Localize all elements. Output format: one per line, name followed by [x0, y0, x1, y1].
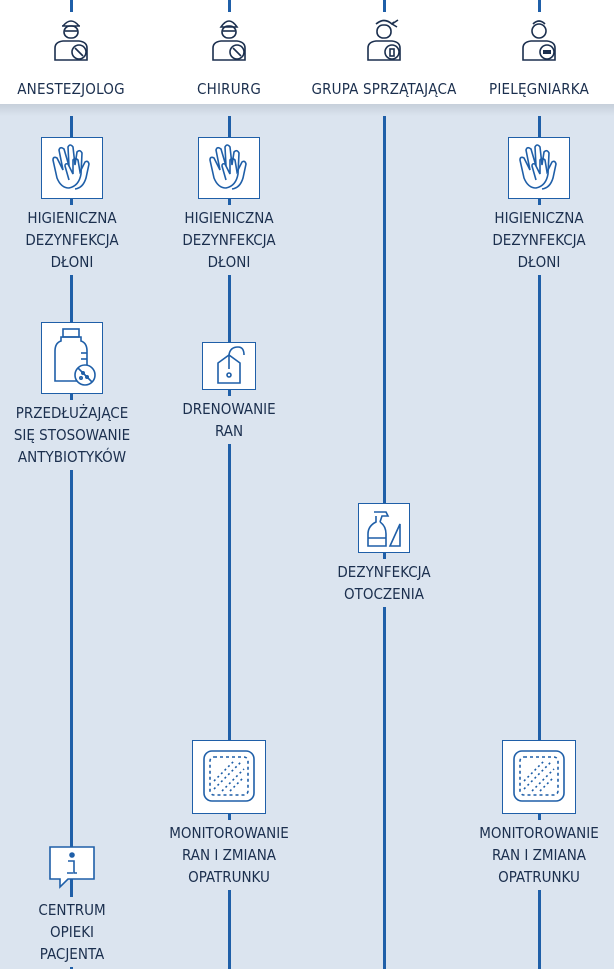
info-icon — [46, 843, 98, 891]
hand-hygiene-icon — [41, 137, 103, 199]
step-hand-disinfection-nurse: HIGIENICZNA DEZYNFEKCJA DŁONI — [459, 137, 614, 275]
role-nurse: PIELĘGNIARKA — [464, 14, 614, 98]
lane-line-top-cleaning — [383, 0, 386, 12]
step-antibiotics: PRZEDŁUŻAJĄCE SIĘ STOSOWANIE ANTYBIOTYKÓ… — [0, 322, 152, 470]
role-label: ANESTEZJOLOG — [17, 80, 125, 98]
dressing-pad-icon — [192, 740, 266, 814]
step-label: MONITOROWANIE RAN I ZMIANA OPATRUNKU — [149, 820, 309, 890]
step-label: DEZYNFEKCJA OTOCZENIA — [304, 559, 464, 607]
dressing-pad-icon — [502, 740, 576, 814]
header-shadow — [0, 104, 614, 116]
lane-line-cleaning — [383, 0, 386, 969]
step-wound-drainage: DRENOWANIE RAN — [149, 342, 309, 444]
step-label: HIGIENICZNA DEZYNFEKCJA DŁONI — [149, 205, 309, 275]
role-label: PIELĘGNIARKA — [488, 80, 590, 98]
step-label: CENTRUM OPIEKI PACJENTA — [0, 897, 152, 967]
lane-line-top-surgeon — [228, 0, 231, 12]
hand-hygiene-icon — [508, 137, 570, 199]
cleaning-staff-icon — [367, 19, 401, 61]
step-label: HIGIENICZNA DEZYNFEKCJA DŁONI — [459, 205, 614, 275]
lane-line-anesthesiologist — [70, 0, 73, 969]
roles-header: ANESTEZJOLOG CHIRURG G — [0, 0, 614, 112]
step-hand-disinfection-anesthesiologist: HIGIENICZNA DEZYNFEKCJA DŁONI — [0, 137, 152, 275]
role-label: GRUPA SPRZĄTAJĄCA — [311, 80, 457, 98]
surgeon-icon — [212, 20, 246, 61]
role-surgeon: CHIRURG — [154, 14, 304, 98]
nurse-icon — [522, 20, 556, 61]
step-patient-care-center: CENTRUM OPIEKI PACJENTA — [0, 843, 152, 967]
step-label: DRENOWANIE RAN — [149, 396, 309, 444]
step-environment-disinfection: DEZYNFEKCJA OTOCZENIA — [304, 503, 464, 607]
lane-line-top-anesthesiologist — [70, 0, 73, 12]
step-label: HIGIENICZNA DEZYNFEKCJA DŁONI — [0, 205, 152, 275]
role-cleaning-staff: GRUPA SPRZĄTAJĄCA — [309, 14, 459, 98]
spray-bottle-icon — [358, 503, 410, 553]
step-label: MONITOROWANIE RAN I ZMIANA OPATRUNKU — [459, 820, 614, 890]
anesthesiologist-icon — [54, 20, 88, 61]
step-wound-dressing-nurse: MONITOROWANIE RAN I ZMIANA OPATRUNKU — [459, 740, 614, 890]
role-label: CHIRURG — [196, 80, 262, 98]
lane-line-top-nurse — [538, 0, 541, 12]
antibiotic-vial-icon — [41, 322, 103, 394]
hand-hygiene-icon — [198, 137, 260, 199]
wound-drain-icon — [202, 342, 256, 390]
step-hand-disinfection-surgeon: HIGIENICZNA DEZYNFEKCJA DŁONI — [149, 137, 309, 275]
step-label: PRZEDŁUŻAJĄCE SIĘ STOSOWANIE ANTYBIOTYKÓ… — [0, 400, 152, 470]
step-wound-dressing-surgeon: MONITOROWANIE RAN I ZMIANA OPATRUNKU — [149, 740, 309, 890]
lane-line-surgeon — [228, 0, 231, 969]
lane-line-nurse — [538, 0, 541, 969]
role-anesthesiologist: ANESTEZJOLOG — [0, 14, 146, 98]
